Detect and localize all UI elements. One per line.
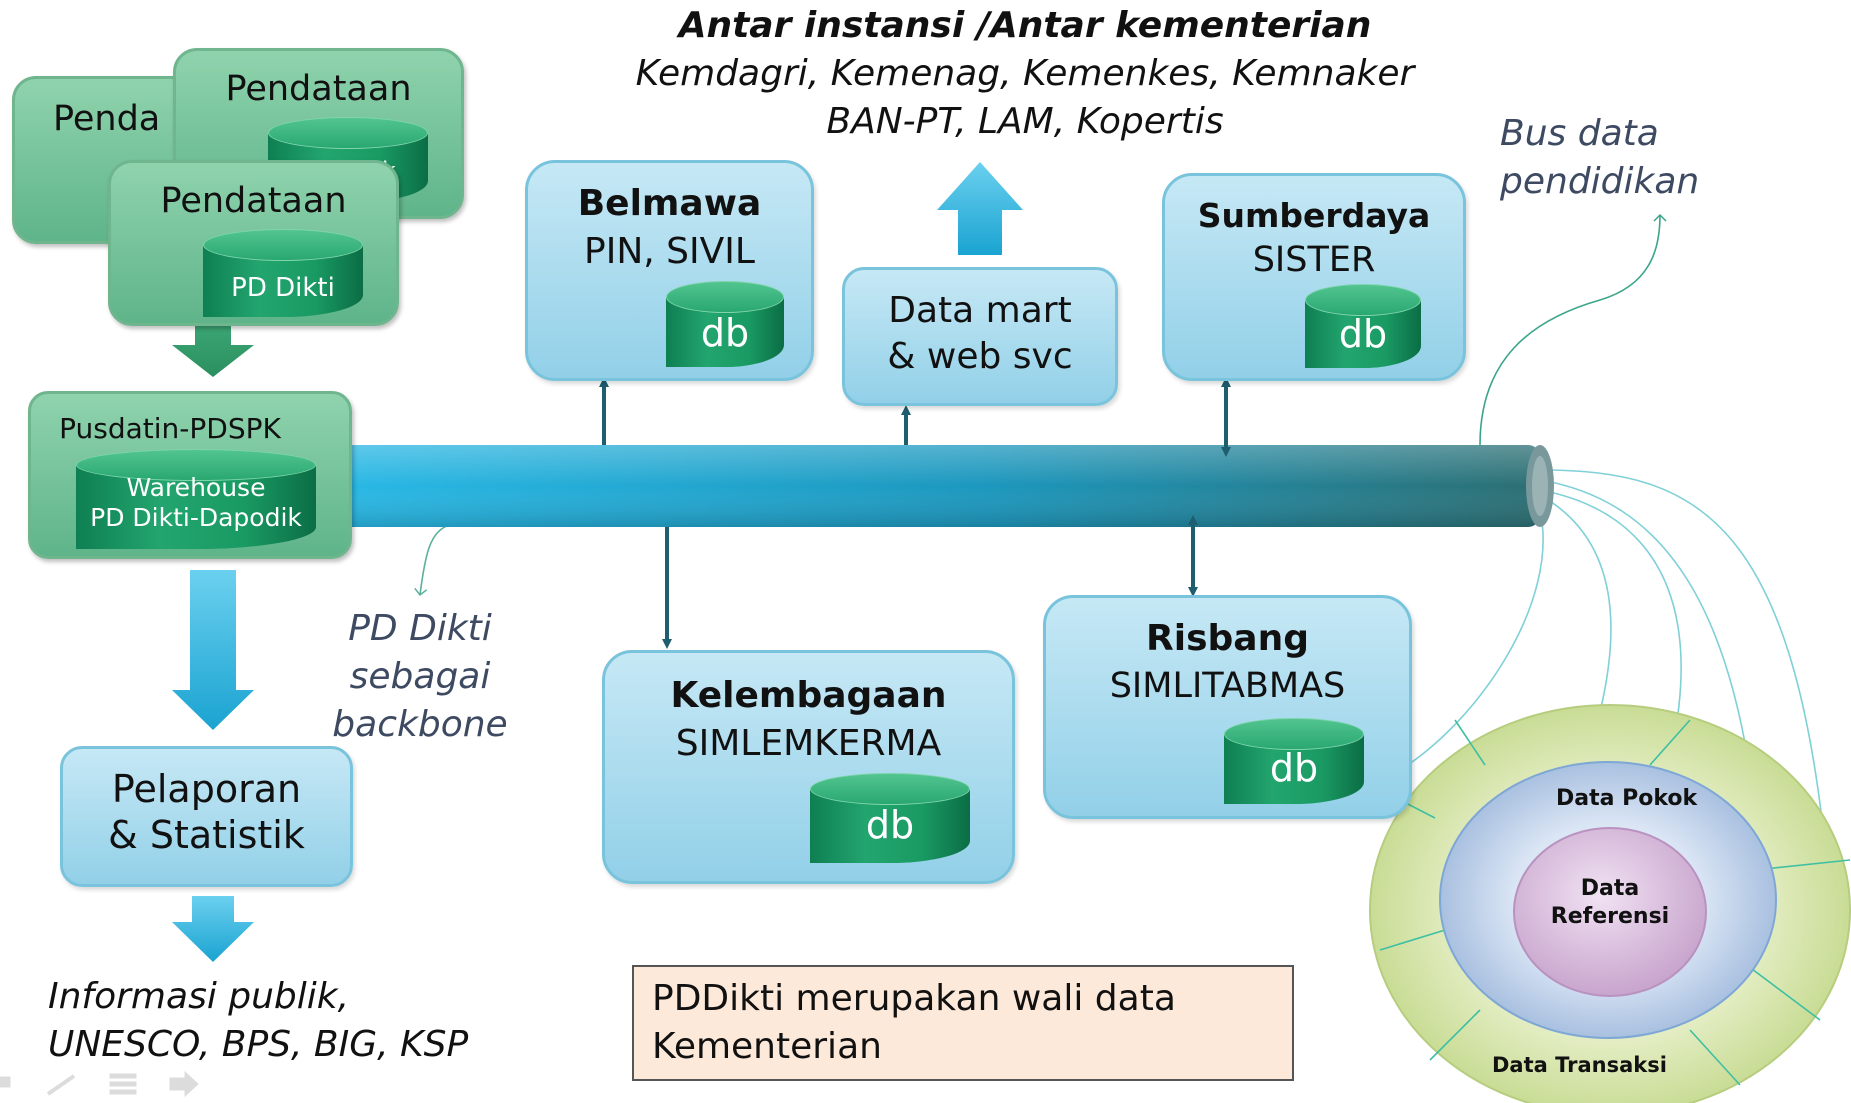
pelaporan-line-1: Pelaporan xyxy=(111,767,302,811)
bus-data-label-2: pendidikan xyxy=(1500,161,1700,202)
data-rings xyxy=(1369,704,1851,1103)
kelembagaan-db-icon: db xyxy=(810,773,970,863)
risbang-title: Risbang xyxy=(1146,618,1309,659)
risbang-db-label: db xyxy=(1269,746,1319,790)
note-line-2: Kementerian xyxy=(652,1026,882,1067)
belmawa-title: Belmawa xyxy=(577,183,762,224)
informasi-line-2: UNESCO, BPS, BIG, KSP xyxy=(48,1024,469,1065)
kelembagaan-card: Kelembagaan SIMLEMKERMA db xyxy=(602,650,1015,884)
pusdatin-card: Pusdatin-PDSPK Warehouse PD Dikti-Dapodi… xyxy=(28,391,352,559)
sumberdaya-db-label: db xyxy=(1338,312,1388,356)
risbang-db-icon: db xyxy=(1224,718,1364,804)
warehouse-db-icon: Warehouse PD Dikti-Dapodik xyxy=(76,449,316,549)
header-line-ministries: Kemdagri, Kemenag, Kemenkes, Kemnaker xyxy=(635,53,1415,94)
warehouse-label-2: PD Dikti-Dapodik xyxy=(90,503,302,532)
ring-label-data-pokok: Data Pokok xyxy=(1556,786,1698,811)
datamart-card: Data mart & web svc xyxy=(842,267,1118,406)
bus-pipe xyxy=(304,445,1554,527)
belmawa-card: Belmawa PIN, SIVIL db xyxy=(525,160,814,381)
bus-data-label-1: Bus data xyxy=(1500,113,1659,154)
pendataan-back-title: Penda xyxy=(53,99,161,139)
kelembagaan-title: Kelembagaan xyxy=(670,675,947,716)
pusdatin-title: Pusdatin-PDSPK xyxy=(59,412,281,445)
ring-label-data-referensi-1: Data xyxy=(1580,876,1640,901)
sumberdaya-db-icon: db xyxy=(1305,284,1421,368)
risbang-subtitle: SIMLITABMAS xyxy=(1109,666,1346,706)
pelaporan-line-2: & Statistik xyxy=(108,813,305,857)
belmawa-db-icon: db xyxy=(666,281,784,367)
sumberdaya-title: Sumberdaya xyxy=(1197,196,1431,235)
kelembagaan-subtitle: SIMLEMKERMA xyxy=(675,723,942,764)
sumberdaya-subtitle: SISTER xyxy=(1252,240,1376,280)
ring-label-data-referensi-2: Referensi xyxy=(1550,904,1670,929)
informasi-line-1: Informasi publik, xyxy=(48,976,350,1017)
sumberdaya-card: Sumberdaya SISTER db xyxy=(1162,173,1466,381)
header-line-agencies: BAN-PT, LAM, Kopertis xyxy=(826,101,1224,142)
warehouse-label-1: Warehouse xyxy=(126,473,266,502)
belmawa-subtitle: PIN, SIVIL xyxy=(584,231,755,272)
up-arrow-antar-instansi xyxy=(937,162,1023,255)
pendataan-pddikti-title: Pendataan xyxy=(160,181,347,221)
header-title: Antar instansi /Antar kementerian xyxy=(678,5,1372,46)
datamart-line-1: Data mart xyxy=(888,290,1072,331)
pendataan-card-pddikti: Pendataan PD Dikti xyxy=(108,160,399,326)
down-arrow-pusdatin xyxy=(172,570,254,730)
bus-data-pointer xyxy=(1479,213,1667,446)
backbone-label-1: PD Dikti xyxy=(348,608,492,649)
wali-data-note: PDDikti merupakan wali data Kementerian xyxy=(632,965,1294,1081)
pelaporan-card: Pelaporan & Statistik xyxy=(60,746,353,887)
datamart-line-2: & web svc xyxy=(887,336,1073,377)
belmawa-db-label: db xyxy=(700,311,750,355)
pddikti-db-label: PD Dikti xyxy=(231,273,335,303)
pendataan-dapodik-title: Pendataan xyxy=(225,69,412,109)
backbone-pointer xyxy=(414,524,451,597)
note-line-1: PDDikti merupakan wali data xyxy=(652,978,1176,1019)
slide-toolbar-icons xyxy=(0,1070,199,1098)
down-arrow-pendataan xyxy=(172,320,254,377)
down-arrow-pelaporan xyxy=(172,896,254,962)
pddikti-db-icon: PD Dikti xyxy=(203,229,363,317)
risbang-card: Risbang SIMLITABMAS db xyxy=(1043,595,1412,819)
bus-connectors xyxy=(599,377,1231,649)
backbone-label-3: backbone xyxy=(332,704,508,745)
ring-label-data-transaksi: Data Transaksi xyxy=(1492,1053,1667,1077)
kelembagaan-db-label: db xyxy=(865,803,915,847)
backbone-label-2: sebagai xyxy=(349,656,491,697)
